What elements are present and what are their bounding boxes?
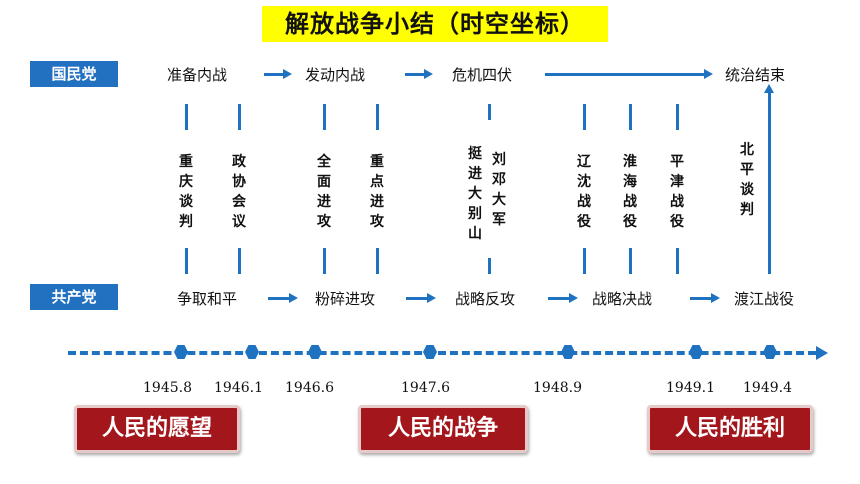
banner-war: 人民的战争 xyxy=(358,405,528,453)
vbar-top-3 xyxy=(323,104,326,130)
timeline-node-1946-6 xyxy=(308,345,322,359)
vbar-top-1 xyxy=(185,104,188,130)
cpc-stage-crossing: 渡江战役 xyxy=(734,290,795,308)
event-liudeng: 刘邓大军 xyxy=(492,152,506,228)
timeline-node-1948-9 xyxy=(561,345,575,359)
vbar-top-7 xyxy=(629,104,632,130)
vbar-top-4 xyxy=(376,104,379,130)
event-dabie: 挺进大别山 xyxy=(468,146,482,242)
party-label-kmt: 国民党 xyxy=(30,61,118,87)
kmt-stage-prepare: 准备内战 xyxy=(167,66,228,84)
kmt-stage-end: 统治结束 xyxy=(725,66,786,84)
event-key-attack: 重点进攻 xyxy=(370,154,384,230)
cpc-arrow-3 xyxy=(548,293,578,303)
cpc-stage-peace: 争取和平 xyxy=(177,290,238,308)
kmt-arrow-2 xyxy=(405,69,433,79)
event-pcc: 政协会议 xyxy=(232,154,246,230)
event-huaihai: 淮海战役 xyxy=(623,154,637,230)
kmt-stage-launch: 发动内战 xyxy=(305,66,366,84)
vbar-bottom-3 xyxy=(323,248,326,274)
timeline-node-1946-1 xyxy=(245,345,259,359)
year-1946-6: 1946.6 xyxy=(285,380,334,396)
year-1946-1: 1946.1 xyxy=(214,380,263,396)
kmt-arrow-1 xyxy=(264,69,292,79)
kmt-arrow-3 xyxy=(545,69,713,79)
year-1947-6: 1947.6 xyxy=(401,380,450,396)
vbar-top-8 xyxy=(676,104,679,130)
vbar-bottom-7 xyxy=(629,248,632,274)
timeline-node-1947-6 xyxy=(423,345,437,359)
event-liaoshen: 辽沈战役 xyxy=(577,154,591,230)
year-1948-9: 1948.9 xyxy=(533,380,582,396)
cpc-arrow-4 xyxy=(690,293,720,303)
cpc-stage-decisive: 战略决战 xyxy=(592,290,653,308)
year-1949-4: 1949.4 xyxy=(743,380,792,396)
vbar-top-5 xyxy=(488,104,491,120)
crossing-up-arrow xyxy=(764,84,774,274)
cpc-arrow-1 xyxy=(268,293,298,303)
page-title: 解放战争小结（时空坐标） xyxy=(262,6,608,42)
event-chongqing: 重庆谈判 xyxy=(179,154,193,230)
kmt-stage-crisis: 危机四伏 xyxy=(452,66,513,84)
event-full-attack: 全面进攻 xyxy=(317,154,331,230)
timeline-line xyxy=(68,351,816,355)
banner-victory: 人民的胜利 xyxy=(647,405,813,453)
vbar-bottom-2 xyxy=(238,248,241,274)
vbar-bottom-4 xyxy=(376,248,379,274)
timeline-arrowhead xyxy=(816,346,828,360)
timeline-node-1949-1 xyxy=(689,345,703,359)
timeline-node-1949-4 xyxy=(763,345,777,359)
party-label-cpc: 共产党 xyxy=(30,284,118,310)
vbar-top-2 xyxy=(238,104,241,130)
vbar-bottom-8 xyxy=(676,248,679,274)
banner-wish: 人民的愿望 xyxy=(74,405,240,453)
cpc-stage-smash: 粉碎进攻 xyxy=(315,290,376,308)
event-pingjin: 平津战役 xyxy=(670,154,684,230)
cpc-stage-counter: 战略反攻 xyxy=(455,290,516,308)
vbar-bottom-1 xyxy=(185,248,188,274)
event-beiping: 北平谈判 xyxy=(740,142,754,218)
year-1945-8: 1945.8 xyxy=(143,380,192,396)
timeline-node-1945-8 xyxy=(174,345,188,359)
vbar-bottom-6 xyxy=(583,248,586,274)
vbar-bottom-5 xyxy=(488,258,491,274)
year-1949-1: 1949.1 xyxy=(666,380,715,396)
vbar-top-6 xyxy=(583,104,586,130)
cpc-arrow-2 xyxy=(406,293,436,303)
